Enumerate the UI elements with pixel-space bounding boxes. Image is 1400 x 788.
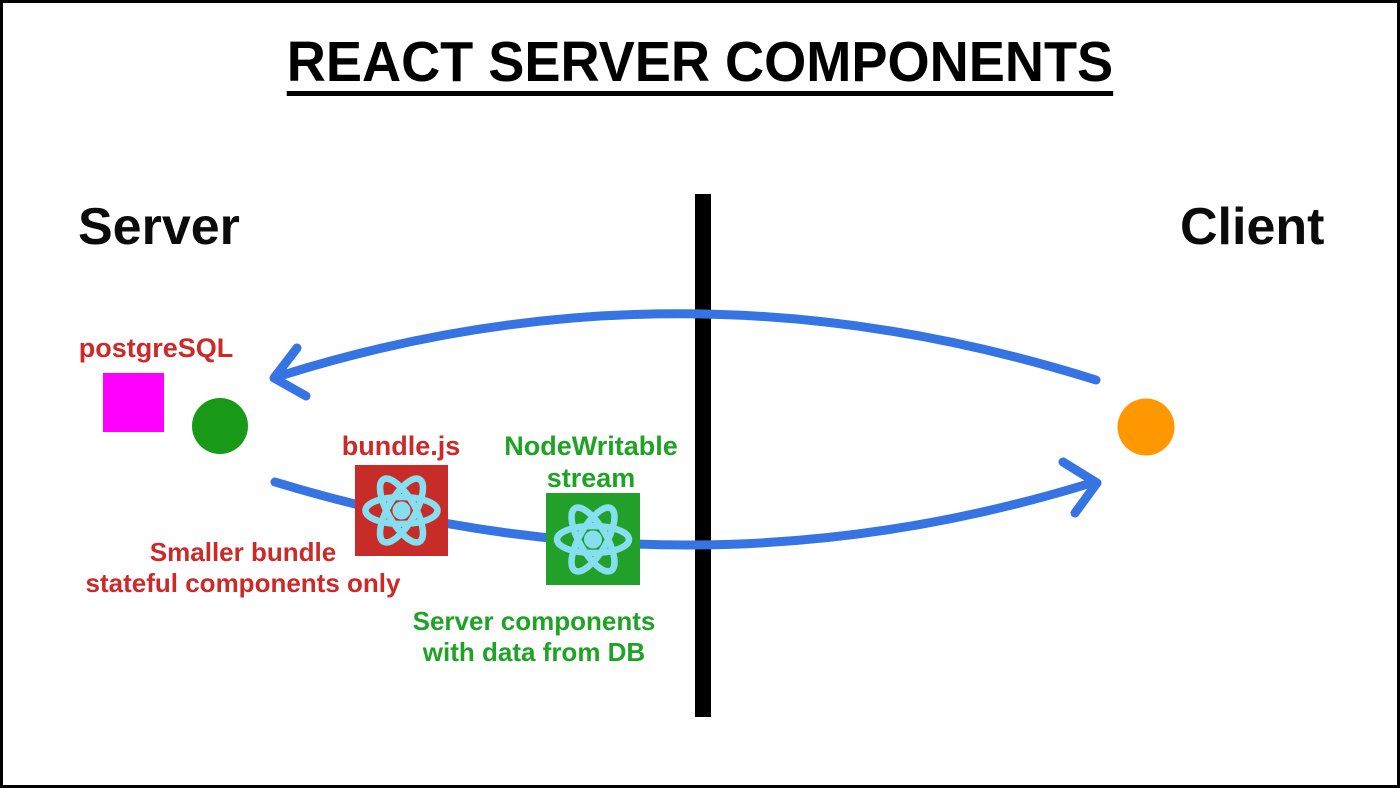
diagram-layer — [103, 194, 1175, 717]
smaller-bundle-note-line2: stateful components only — [85, 568, 401, 598]
react-orbit — [362, 493, 441, 528]
server-components-note-line2: with data from DB — [422, 637, 646, 667]
react-orbit — [376, 475, 427, 546]
server-to-client-arrowhead — [1058, 457, 1102, 518]
server-components-note: Server components with data from DB — [413, 606, 656, 668]
client-to-server-arrow-line — [278, 309, 1101, 385]
react-orbit — [376, 475, 427, 546]
react-atom-icon — [553, 504, 633, 575]
react-atom-icon — [362, 475, 441, 546]
react-orbit — [568, 504, 618, 575]
client-side-label: Client — [1180, 198, 1325, 256]
server-components-note-line1: Server components — [412, 606, 656, 636]
smaller-bundle-note-line1: Smaller bundle — [149, 537, 337, 567]
client-to-server-arrowhead — [269, 343, 311, 401]
postgresql-database-shape — [103, 373, 164, 432]
server-node-circle — [192, 398, 248, 454]
server-side-label: Server — [78, 198, 240, 256]
page-title: REACT SERVER COMPONENTS — [286, 30, 1114, 94]
react-nucleus — [584, 530, 602, 549]
react-orbit — [553, 522, 633, 557]
client-node-circle — [1117, 398, 1175, 456]
postgresql-label: postgreSQL — [78, 333, 234, 363]
nodewritable-stream-label: NodeWritable stream — [504, 430, 678, 494]
nodewritable-stream-label-line2: stream — [546, 463, 636, 493]
smaller-bundle-note: Smaller bundle stateful components only — [86, 537, 401, 599]
bundle-js-label: bundle.js — [341, 431, 461, 461]
react-orbit — [568, 504, 618, 575]
react-nucleus — [392, 501, 411, 520]
nodewritable-stream-label-line1: NodeWritable — [504, 431, 678, 461]
client-to-server-arrow — [269, 309, 1101, 401]
server-client-divider-bar — [695, 194, 711, 717]
